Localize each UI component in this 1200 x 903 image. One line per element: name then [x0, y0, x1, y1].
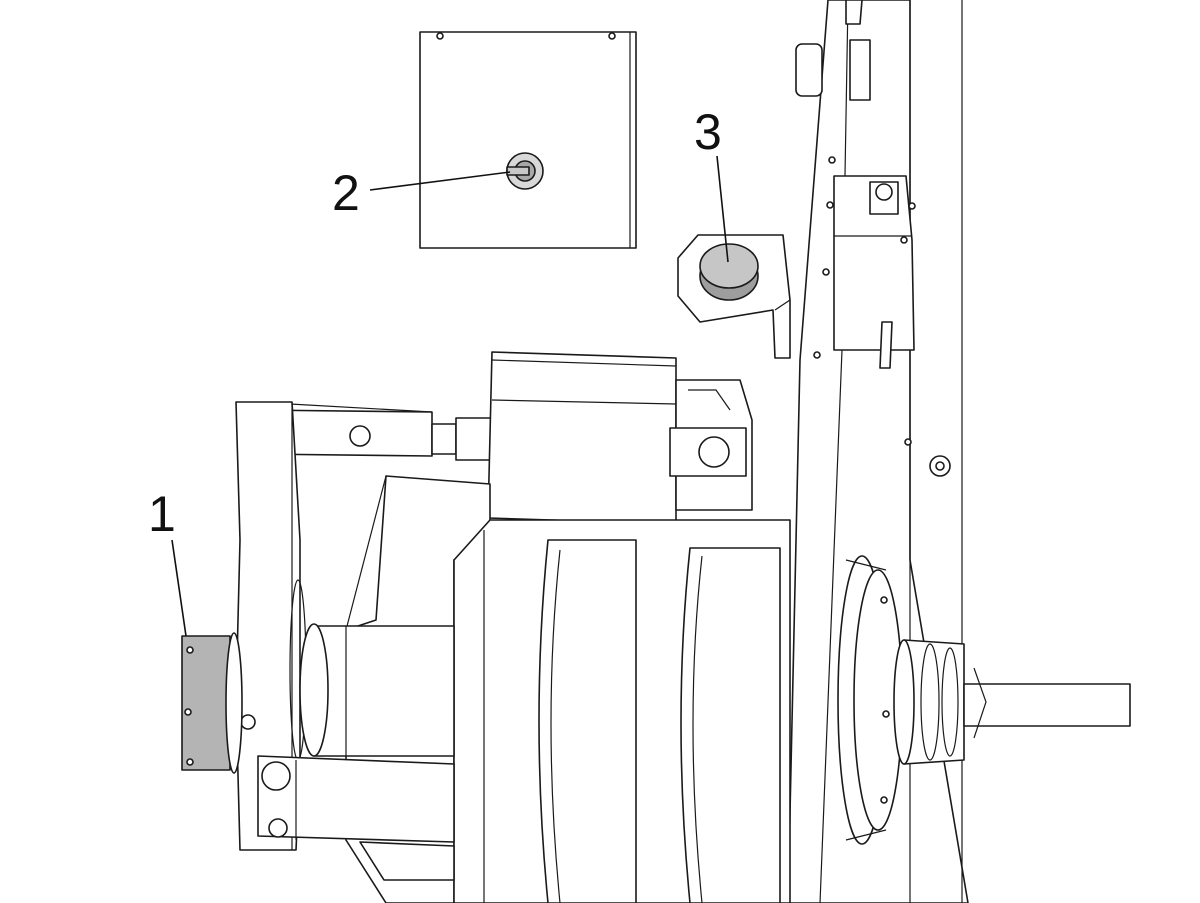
callout-label-3: 3 [694, 104, 722, 160]
drum-left [538, 539, 637, 903]
pulley-hub [893, 639, 965, 765]
item-3-push-button [699, 243, 759, 301]
lower-arm [257, 755, 455, 881]
drum-right [680, 547, 781, 903]
right-bracket [833, 175, 916, 369]
leader-line-3 [716, 155, 729, 263]
callout-label-2: 2 [332, 165, 360, 221]
leader-line-2 [369, 171, 511, 191]
top-cover-panel [419, 31, 637, 249]
leader-line-1 [171, 539, 187, 637]
motor-collar [299, 623, 455, 757]
callout-label-1: 1 [148, 486, 176, 542]
output-shaft [963, 667, 1131, 739]
top-fasteners [795, 0, 871, 101]
item-2-toggle-switch [506, 152, 544, 190]
item-1-cylindrical-part [181, 632, 243, 774]
pulley-disc [837, 555, 903, 845]
actuator-block [487, 351, 753, 525]
callout-1: 1 [148, 486, 187, 637]
callout-3: 3 [694, 104, 729, 263]
callout-2: 2 [332, 165, 511, 221]
